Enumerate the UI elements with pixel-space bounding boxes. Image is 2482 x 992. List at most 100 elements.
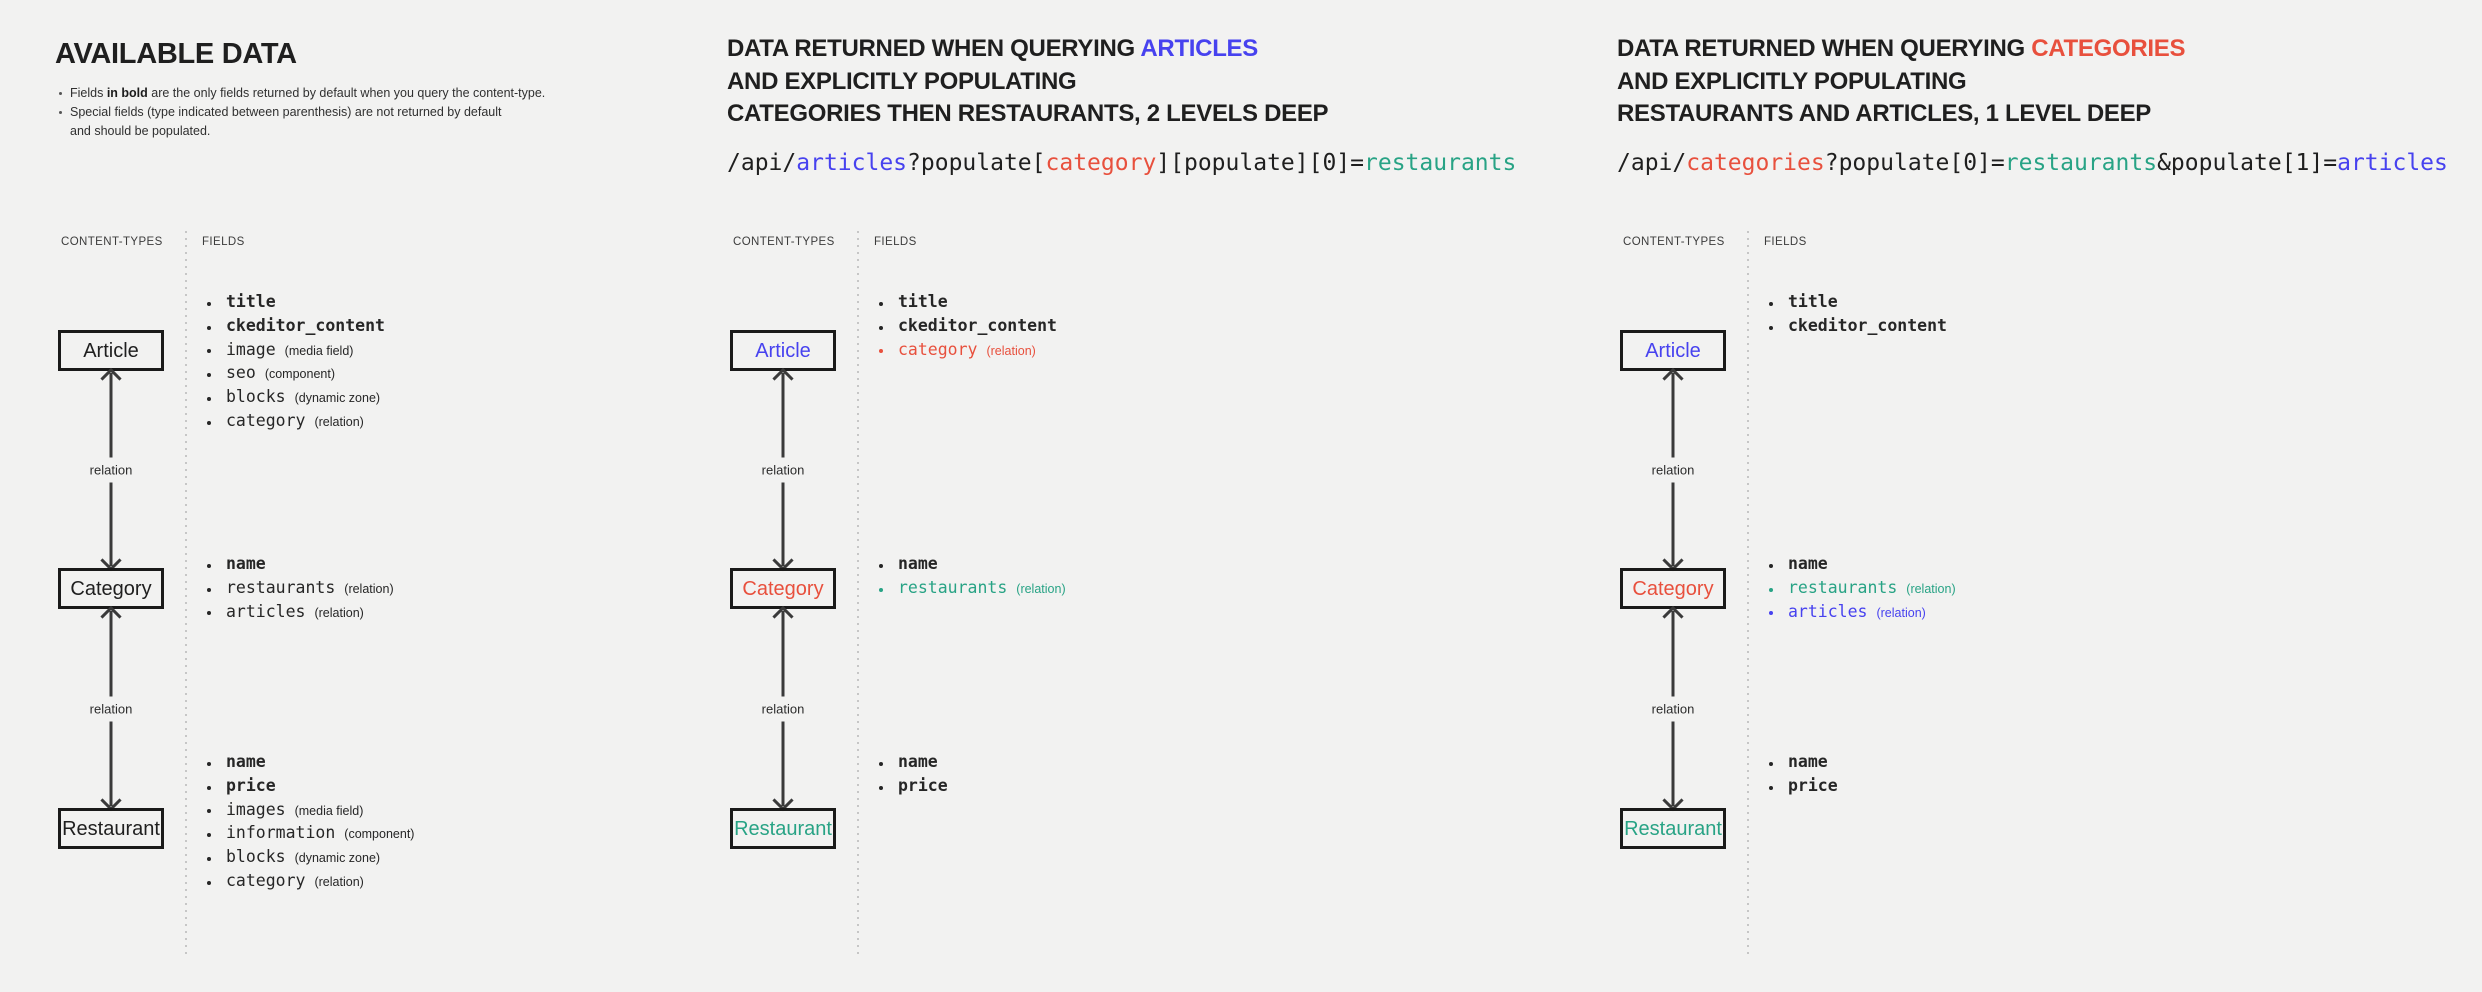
field-item: price — [207, 776, 414, 800]
note-line: Fields in bold are the only fields retur… — [70, 84, 545, 103]
code-segment: articles — [2337, 150, 2448, 176]
code-segment: /api/ — [727, 150, 797, 176]
content-type-box-category: Category — [730, 568, 836, 609]
field-name: title — [898, 292, 948, 311]
relation-connector: relation — [1648, 605, 1698, 812]
code-segment: categories — [1686, 150, 1825, 176]
bullet-icon — [879, 349, 883, 354]
content-type-label: Restaurant — [1624, 817, 1722, 840]
relation-label: relation — [1648, 696, 1698, 721]
code-segment: ?populate[ — [907, 150, 1046, 176]
panel-title-line: AND EXPLICITLY POPULATING — [1617, 66, 2185, 99]
field-type-annotation: (relation) — [1906, 581, 1956, 596]
note-text: and should be populated. — [70, 124, 211, 138]
field-type-annotation: (dynamic zone) — [294, 391, 381, 406]
field-item: category(relation) — [879, 340, 1057, 364]
bullet-icon — [1769, 785, 1773, 790]
field-type-annotation: (component) — [264, 367, 335, 382]
panel-title-text: AVAILABLE DATA — [55, 38, 297, 70]
panel-title-text: AND EXPLICITLY POPULATING — [1617, 67, 1967, 95]
bullet-icon — [207, 301, 211, 306]
field-item: title — [207, 292, 385, 316]
field-item: name — [207, 554, 394, 578]
panel-title-line: CATEGORIES THEN RESTAURANTS, 2 LEVELS DE… — [727, 98, 1329, 131]
bullet-icon — [207, 833, 211, 838]
bullet-icon — [207, 611, 211, 616]
note-lines: Special fields (type indicated between p… — [70, 103, 502, 141]
relation-label: relation — [86, 696, 136, 721]
code-segment: restaurants — [2004, 150, 2158, 176]
bullet-icon — [207, 785, 211, 790]
field-type-annotation: (relation) — [314, 874, 364, 889]
field-item: blocks(dynamic zone) — [207, 387, 385, 411]
field-name: price — [1788, 775, 1838, 795]
bullet-icon — [59, 92, 62, 95]
arrow-up-icon — [1662, 367, 1684, 390]
content-type-box-restaurant: Restaurant — [730, 808, 836, 849]
bullet-icon — [207, 420, 211, 425]
bullet-icon — [879, 761, 883, 766]
field-name: images — [226, 799, 286, 819]
note-lines: Fields in bold are the only fields retur… — [70, 84, 545, 103]
bullet-icon — [1769, 761, 1773, 766]
bullet-icon — [207, 880, 211, 885]
note-text: Fields — [70, 86, 107, 100]
field-item: category(relation) — [207, 411, 385, 435]
panel-title: AVAILABLE DATA — [55, 38, 297, 71]
relation-label: relation — [758, 696, 808, 721]
fields-list: name restaurants(relation) — [879, 554, 1066, 602]
bullet-icon — [207, 325, 211, 330]
field-item: restaurants(relation) — [207, 578, 394, 602]
field-type-annotation: (component) — [344, 827, 415, 842]
field-name: restaurants — [898, 577, 1008, 597]
arrow-up-icon — [1662, 605, 1684, 628]
field-item: name — [207, 752, 414, 776]
field-name: information — [226, 823, 336, 843]
code-segment: ?populate[0]= — [1824, 150, 2005, 176]
fields-list: name price — [1769, 752, 1838, 800]
panel-title-text: CATEGORIES THEN RESTAURANTS, 2 LEVELS DE… — [727, 100, 1329, 127]
panel-title-text: RESTAURANTS AND ARTICLES, 1 LEVEL DEEP — [1617, 100, 2151, 127]
field-name: name — [226, 752, 266, 771]
note-item: Special fields (type indicated between p… — [57, 103, 545, 141]
field-name: seo — [226, 363, 256, 383]
content-type-box-category: Category — [58, 568, 164, 609]
content-type-label: Article — [1645, 339, 1701, 362]
field-name: name — [1788, 752, 1828, 771]
bullet-icon — [207, 349, 211, 354]
field-item: name — [879, 554, 1066, 578]
bullet-icon — [1769, 611, 1773, 616]
bullet-icon — [207, 563, 211, 568]
note-item: Fields in bold are the only fields retur… — [57, 84, 545, 103]
bullet-icon — [207, 373, 211, 378]
field-item: price — [879, 776, 948, 800]
bullet-icon — [879, 563, 883, 568]
panel-title-line: AND EXPLICITLY POPULATING — [727, 66, 1328, 99]
note-text: Special fields (type indicated between p… — [70, 105, 502, 119]
field-name: name — [1788, 554, 1828, 573]
arrow-up-icon — [772, 367, 794, 390]
note-text: in bold — [106, 86, 148, 100]
bullet-icon — [207, 587, 211, 592]
field-item: ckeditor_content — [207, 316, 385, 340]
field-name: articles — [1788, 601, 1868, 621]
field-name: name — [898, 554, 938, 573]
code-segment: category — [1045, 150, 1157, 176]
field-item: restaurants(relation) — [879, 578, 1066, 602]
fields-column-label: FIELDS — [874, 236, 917, 248]
field-name: ckeditor_content — [226, 315, 385, 335]
field-name: price — [226, 775, 276, 795]
bullet-icon — [59, 111, 62, 114]
field-item: image(media field) — [207, 340, 385, 364]
field-name: category — [226, 870, 306, 890]
field-item: articles(relation) — [1769, 602, 1956, 626]
field-item: title — [879, 292, 1057, 316]
field-type-annotation: (media field) — [284, 343, 354, 358]
bullet-icon — [879, 301, 883, 306]
content-type-label: Article — [755, 339, 811, 362]
panel-title-text: DATA RETURNED WHEN QUERYING — [727, 35, 1141, 62]
